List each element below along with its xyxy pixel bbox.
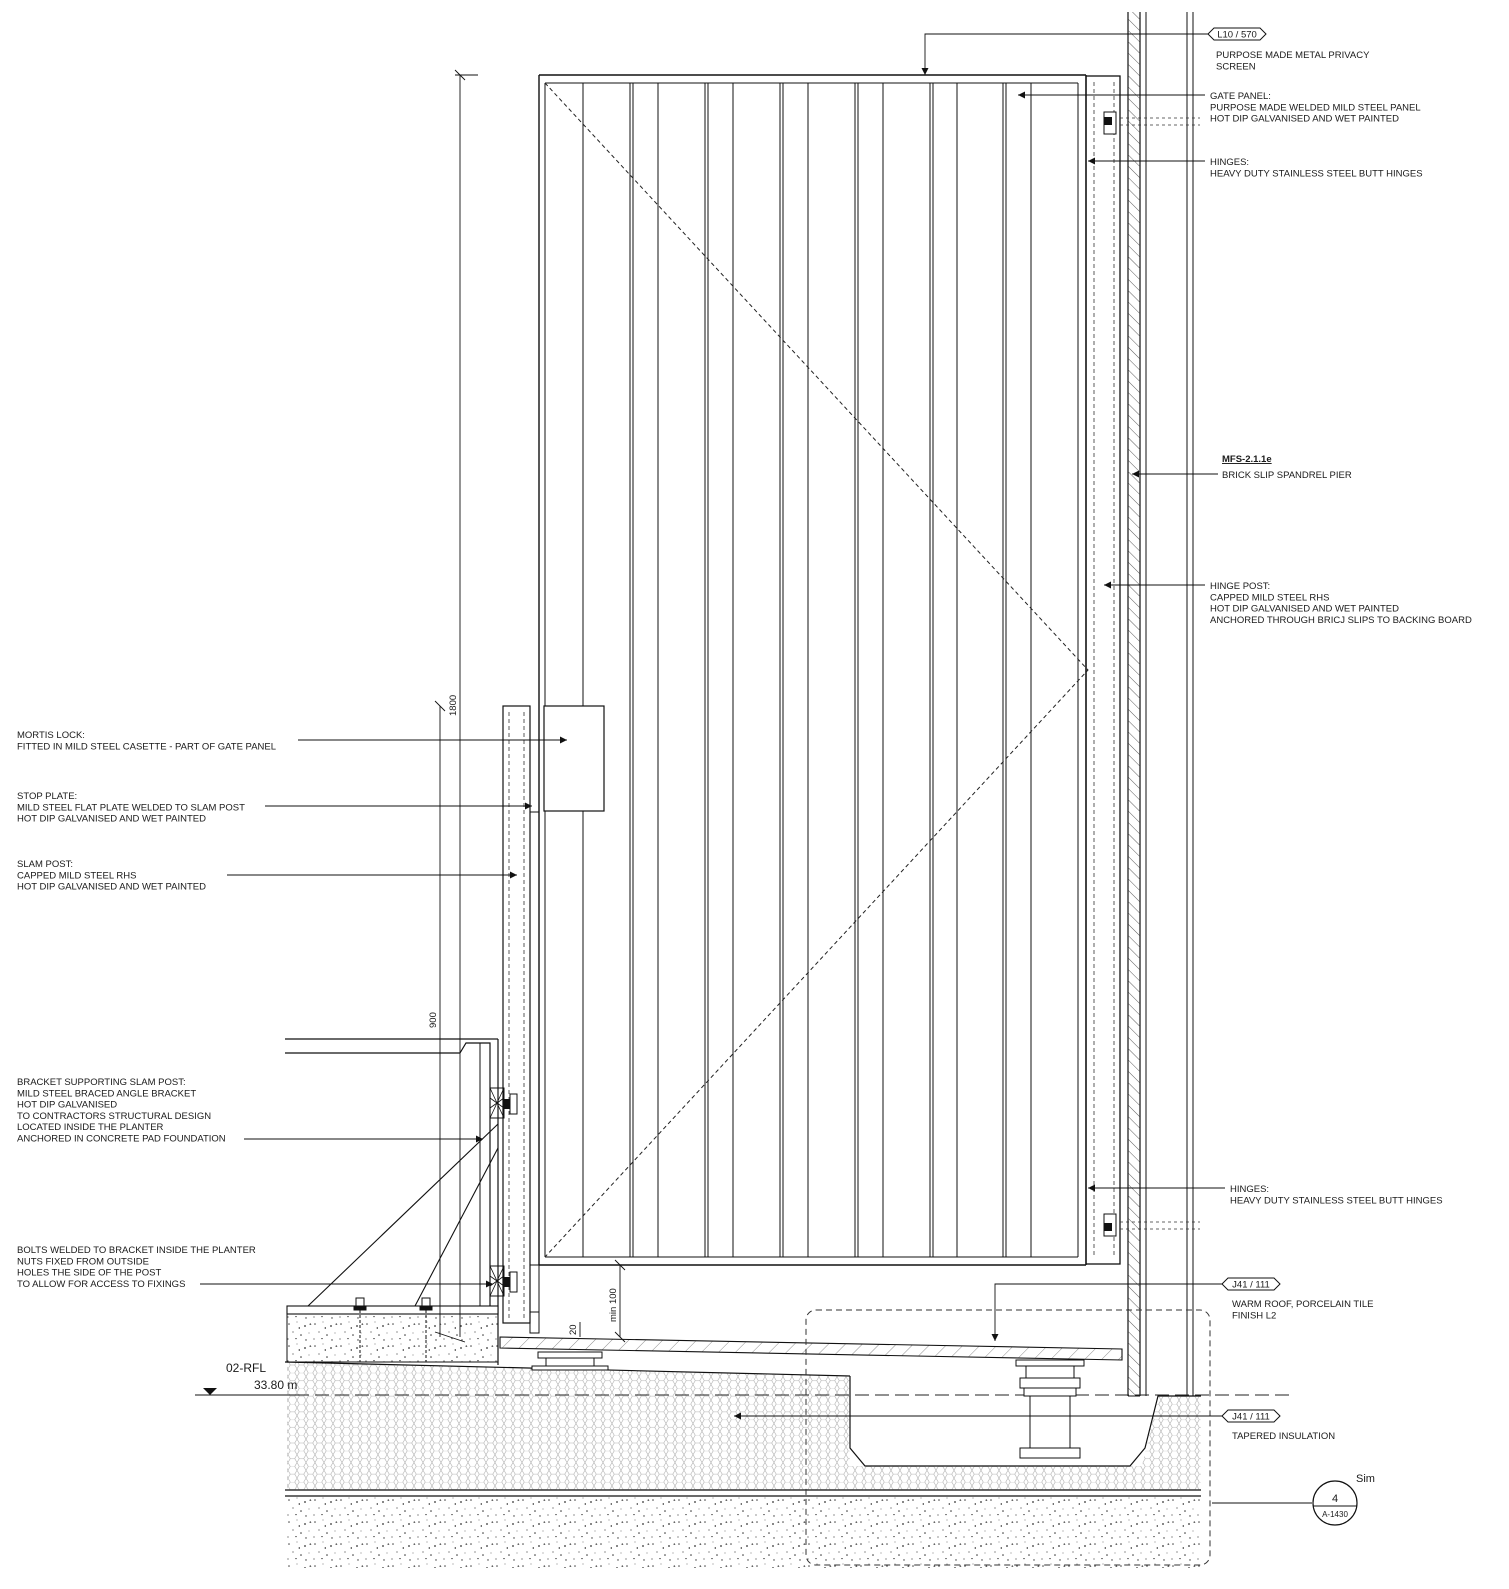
- dim-900: 900: [428, 1012, 439, 1028]
- callout-line: BRICK SLIP SPANDREL PIER: [1222, 470, 1352, 481]
- ref-tag-warm-roof: J41 / 111: [1221, 1277, 1281, 1291]
- callout-line: BRACKET SUPPORTING SLAM POST:: [17, 1077, 186, 1088]
- bracket: [307, 117, 1112, 1307]
- callout-line: HINGE POST:: [1210, 581, 1270, 592]
- callout-line: LOCATED INSIDE THE PLANTER: [17, 1122, 164, 1133]
- level-name: 02-RFL: [226, 1361, 266, 1375]
- callout-bolts: BOLTS WELDED TO BRACKET INSIDE THE PLANT…: [17, 1245, 256, 1290]
- pedestal-right: [1015, 1359, 1085, 1459]
- callout-stop-plate: STOP PLATE:MILD STEEL FLAT PLATE WELDED …: [17, 791, 245, 825]
- callout-line: HOT DIP GALVANISED AND WET PAINTED: [1210, 114, 1399, 125]
- callout-line: CAPPED MILD STEEL RHS: [17, 870, 136, 881]
- section-sheet: A-1430: [1322, 1510, 1348, 1519]
- callout-line: ANCHORED IN CONCRETE PAD FOUNDATION: [17, 1134, 226, 1145]
- callout-line: MILD STEEL FLAT PLATE WELDED TO SLAM POS…: [17, 802, 245, 813]
- callout-insulation: TAPERED INSULATION: [1232, 1431, 1335, 1442]
- callout-line: TO ALLOW FOR ACCESS TO FIXINGS: [17, 1279, 185, 1290]
- dim-1800: 1800: [448, 695, 459, 716]
- callout-line: STOP PLATE:: [17, 791, 77, 802]
- hinge-post: [1085, 75, 1200, 1265]
- callout-spandrel: BRICK SLIP SPANDREL PIER: [1222, 470, 1352, 481]
- callout-line: HOT DIP GALVANISED: [17, 1100, 117, 1111]
- callout-line: GATE PANEL:: [1210, 91, 1271, 102]
- ref-warm-roof: J41 / 111: [1232, 1280, 1270, 1291]
- callout-line: HOT DIP GALVANISED AND WET PAINTED: [17, 882, 206, 893]
- callout-line: HOT DIP GALVANISED AND WET PAINTED: [17, 814, 206, 825]
- ref-screen: L10 / 570: [1217, 30, 1257, 41]
- callout-line: PURPOSE MADE METAL PRIVACY: [1216, 50, 1370, 61]
- detail-boundary: [805, 1309, 1211, 1566]
- lock-cassette: [543, 705, 605, 812]
- ref-tag-screen: L10 / 570: [1207, 27, 1267, 41]
- callout-line: HOLES THE SIDE OF THE POST: [17, 1268, 161, 1279]
- callout-line: SLAM POST:: [17, 859, 73, 870]
- dim-20: 20: [568, 1324, 579, 1335]
- callout-line: PURPOSE MADE WELDED MILD STEEL PANEL: [1210, 102, 1421, 113]
- callout-line: FITTED IN MILD STEEL CASETTE - PART OF G…: [17, 741, 276, 752]
- callout-bracket: BRACKET SUPPORTING SLAM POST:MILD STEEL …: [17, 1077, 226, 1145]
- callout-line: ANCHORED THROUGH BRICJ SLIPS TO BACKING …: [1210, 615, 1472, 626]
- section-bubble: [1212, 1480, 1358, 1526]
- callout-line: MILD STEEL BRACED ANGLE BRACKET: [17, 1088, 196, 1099]
- callout-line: TAPERED INSULATION: [1232, 1431, 1335, 1442]
- dimension-lines: [434, 69, 626, 1343]
- callout-line: SCREEN: [1216, 61, 1256, 72]
- callout-line: FINISH L2: [1232, 1310, 1276, 1321]
- ref-spandrel: MFS-2.1.1e: [1222, 454, 1272, 465]
- gate-panel-frame: [538, 74, 1089, 1266]
- ref-tag-insulation: J41 / 111: [1221, 1409, 1281, 1423]
- callout-line: WARM ROOF, PORCELAIN TILE: [1232, 1299, 1373, 1310]
- spandrel-pier: [1127, 12, 1194, 1397]
- callout-mortis-lock: MORTIS LOCK:FITTED IN MILD STEEL CASETTE…: [17, 730, 276, 752]
- slam-post: [502, 705, 540, 1334]
- callout-line: HINGES:: [1210, 157, 1249, 168]
- callout-line: HEAVY DUTY STAINLESS STEEL BUTT HINGES: [1210, 168, 1423, 179]
- section-note: Sim: [1356, 1473, 1375, 1485]
- roof-buildup: [195, 1361, 1290, 1568]
- callout-line: CAPPED MILD STEEL RHS: [1210, 592, 1329, 603]
- callout-line: HEAVY DUTY STAINLESS STEEL BUTT HINGES: [1230, 1195, 1443, 1206]
- level-marker: [195, 1388, 300, 1396]
- pedestal-left: [531, 1351, 609, 1371]
- callout-line: HOT DIP GALVANISED AND WET PAINTED: [1210, 604, 1399, 615]
- section-number: 4: [1332, 1493, 1338, 1505]
- callout-hinges-bottom: HINGES:HEAVY DUTY STAINLESS STEEL BUTT H…: [1230, 1184, 1443, 1206]
- callout-line: MORTIS LOCK:: [17, 730, 85, 741]
- callout-gate-panel: GATE PANEL:PURPOSE MADE WELDED MILD STEE…: [1210, 91, 1421, 125]
- callout-line: TO CONTRACTORS STRUCTURAL DESIGN: [17, 1111, 211, 1122]
- concrete-pad: [286, 1297, 499, 1363]
- callout-hinges-top: HINGES:HEAVY DUTY STAINLESS STEEL BUTT H…: [1210, 157, 1423, 179]
- porcelain-tile: [499, 1336, 1123, 1361]
- dim-min-100: min 100: [608, 1288, 619, 1322]
- level-value: 33.80 m: [254, 1378, 297, 1392]
- ref-insulation: J41 / 111: [1232, 1412, 1270, 1423]
- callout-line: NUTS FIXED FROM OUTSIDE: [17, 1256, 149, 1267]
- callout-line: HINGES:: [1230, 1184, 1269, 1195]
- callout-line: BOLTS WELDED TO BRACKET INSIDE THE PLANT…: [17, 1245, 256, 1256]
- leaders: [200, 33, 1225, 1420]
